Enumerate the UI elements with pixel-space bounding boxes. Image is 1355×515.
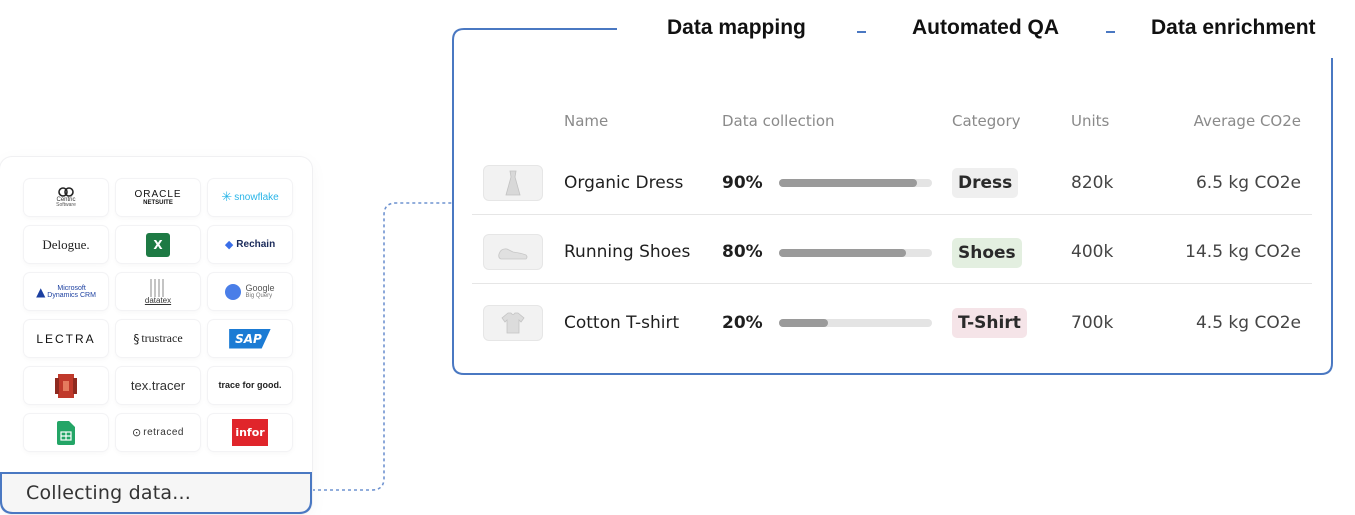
step-separator — [857, 31, 866, 33]
product-name: Cotton T-shirt — [564, 313, 680, 333]
logo-google-bigquery[interactable]: Google Big Query — [208, 273, 292, 310]
row-divider — [472, 214, 1312, 215]
collection-progress-bar — [779, 249, 932, 257]
step-data-enrichment: Data enrichment — [1151, 16, 1316, 39]
step-separator — [1106, 31, 1115, 33]
centric-icon — [58, 187, 74, 197]
rechain-icon: ◆ — [224, 238, 234, 251]
product-thumbnail-dress — [483, 165, 543, 201]
logo-infor[interactable]: infor — [208, 414, 292, 451]
dynamics-icon: ▲ — [36, 284, 46, 299]
header-average-co2e: Average CO2e — [1193, 112, 1301, 130]
trustrace-icon: § — [133, 331, 140, 346]
collection-progress-fill — [779, 249, 906, 257]
category-badge: Shoes — [952, 238, 1022, 268]
snowflake-icon: ✳ — [221, 190, 233, 205]
logo-rechain[interactable]: ◆ Rechain — [208, 226, 292, 263]
collection-percent: 90% — [722, 173, 763, 193]
google-sheets-icon — [57, 420, 75, 445]
logo-trustrace[interactable]: § trustrace — [116, 320, 200, 357]
logo-aws-s3[interactable] — [24, 367, 108, 404]
location-pin-icon: ⊙ — [132, 426, 142, 439]
dress-icon — [505, 170, 521, 196]
logo-datatex[interactable]: datatex — [116, 273, 200, 310]
collection-progress-bar — [779, 179, 932, 187]
collection-progress-fill — [779, 319, 828, 327]
bigquery-icon — [225, 283, 242, 300]
collecting-status-text: Collecting data... — [26, 482, 191, 504]
integrations-card: Centric Software ORACLE NETSUITE ✳ snowf… — [0, 157, 312, 514]
header-data-collection: Data collection — [722, 112, 835, 130]
datatex-icon — [150, 278, 164, 297]
collection-progress-bar — [779, 319, 932, 327]
pipeline-steps: Data mapping Automated QA Data enrichmen… — [612, 16, 1352, 44]
collection-percent: 80% — [722, 242, 763, 262]
step-automated-qa: Automated QA — [912, 16, 1059, 39]
logo-snowflake[interactable]: ✳ snowflake — [208, 179, 292, 216]
co2-value: 4.5 kg CO2e — [1195, 313, 1301, 333]
logo-retraced[interactable]: ⊙ retraced — [116, 414, 200, 451]
units-value: 820k — [1071, 173, 1114, 193]
category-badge: T-Shirt — [952, 308, 1027, 338]
co2-value: 14.5 kg CO2e — [1185, 242, 1301, 262]
logo-delogue[interactable]: Delogue. — [24, 226, 108, 263]
header-units: Units — [1071, 112, 1110, 130]
co2-value: 6.5 kg CO2e — [1195, 173, 1301, 193]
product-name: Organic Dress — [564, 173, 684, 193]
logo-oracle-netsuite[interactable]: ORACLE NETSUITE — [116, 179, 200, 216]
logo-microsoft-dynamics[interactable]: ▲ Microsoft Dynamics CRM — [24, 273, 108, 310]
logo-trace-for-good[interactable]: trace for good. — [208, 367, 292, 404]
collecting-status-bar: Collecting data... — [0, 472, 312, 514]
row-divider — [472, 283, 1312, 284]
logo-excel[interactable]: X — [116, 226, 200, 263]
units-value: 700k — [1071, 313, 1114, 333]
header-name: Name — [564, 112, 609, 130]
collection-progress-fill — [779, 179, 917, 187]
category-badge: Dress — [952, 168, 1019, 198]
collection-percent: 20% — [722, 313, 763, 333]
logo-sap[interactable]: SAP — [208, 320, 292, 357]
logo-google-sheets[interactable] — [24, 414, 108, 451]
logo-lectra[interactable]: LECTRA — [24, 320, 108, 357]
tshirt-icon — [501, 312, 525, 334]
logo-textracer[interactable]: tex.tracer — [116, 367, 200, 404]
shoe-icon — [498, 248, 528, 260]
product-thumbnail-tshirt — [483, 305, 543, 341]
integration-logo-grid: Centric Software ORACLE NETSUITE ✳ snowf… — [20, 177, 296, 477]
logo-centric[interactable]: Centric Software — [24, 179, 108, 216]
product-thumbnail-shoes — [483, 234, 543, 270]
header-category: Category — [952, 112, 1021, 130]
excel-icon: X — [146, 232, 170, 257]
product-name: Running Shoes — [564, 242, 691, 262]
aws-s3-icon — [55, 373, 77, 398]
units-value: 400k — [1071, 242, 1114, 262]
step-data-mapping: Data mapping — [667, 16, 806, 39]
